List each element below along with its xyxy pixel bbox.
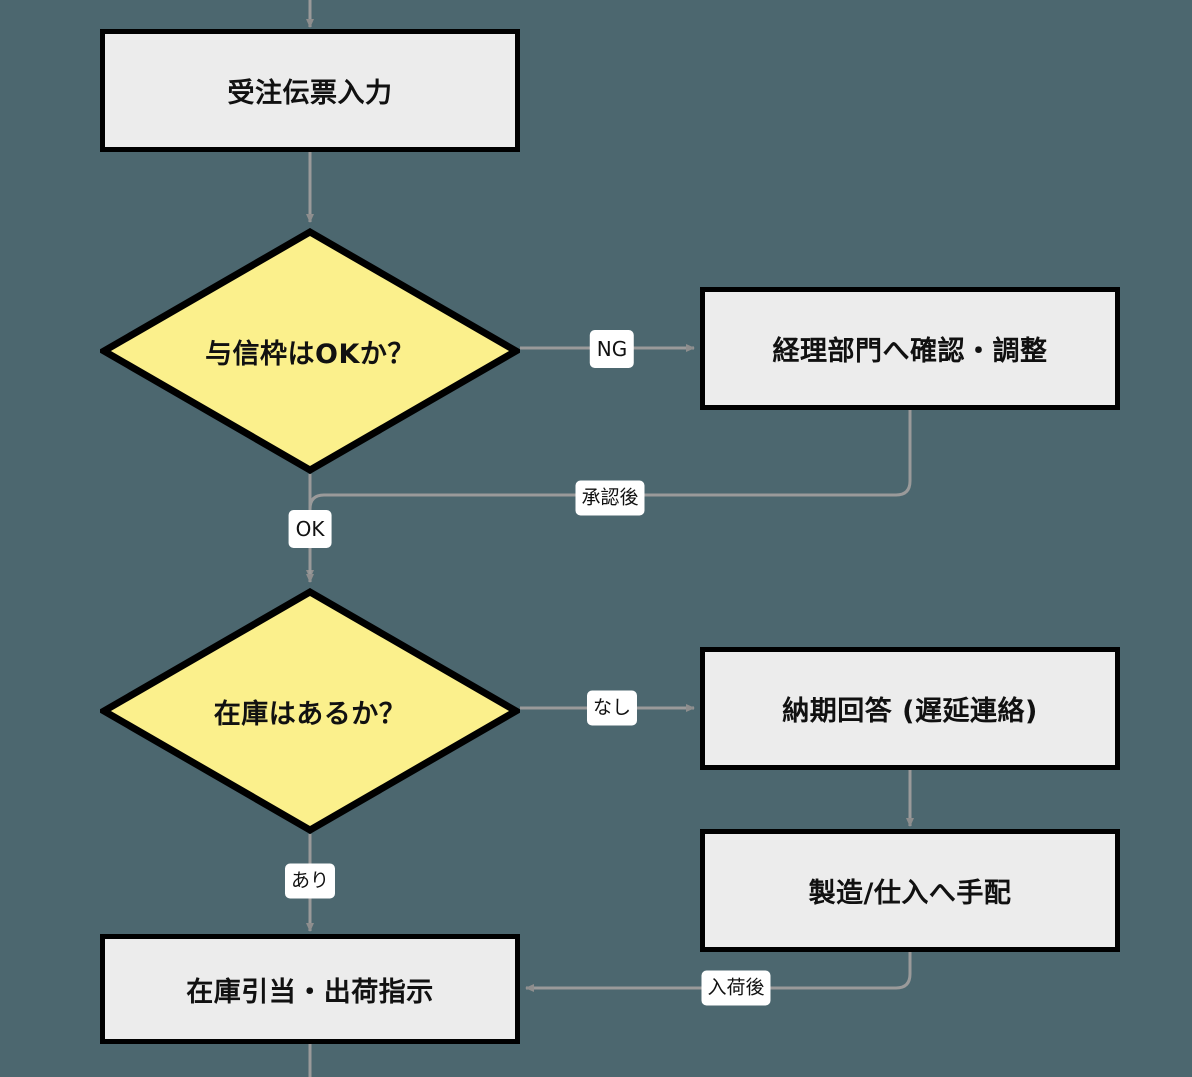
node-order-entry-label: 受注伝票入力 xyxy=(227,78,393,109)
edge-label-none: なし xyxy=(586,690,638,726)
node-delivery-reply-label: 納期回答 (遅延連絡) xyxy=(782,696,1038,727)
credit-check-diamond-shape xyxy=(100,228,520,474)
edge-label-exists: あり xyxy=(284,863,336,899)
edge-arrival-return xyxy=(525,952,912,992)
node-manufacture-order-label: 製造/仕入へ手配 xyxy=(808,878,1012,909)
node-accounting-adjust[interactable]: 経理部門へ確認・調整 xyxy=(700,287,1120,410)
node-delivery-reply[interactable]: 納期回答 (遅延連絡) xyxy=(700,647,1120,770)
node-accounting-adjust-label: 経理部門へ確認・調整 xyxy=(772,336,1048,367)
edge-label-ok: OK xyxy=(288,510,332,548)
edge-label-after-arrival: 入荷後 xyxy=(701,970,771,1006)
node-stock-check[interactable]: 在庫はあるか？ xyxy=(100,588,520,834)
edge-label-ng: NG xyxy=(589,330,635,368)
node-stock-allocation[interactable]: 在庫引当・出荷指示 xyxy=(100,934,520,1044)
stock-check-diamond-shape xyxy=(100,588,520,834)
node-order-entry[interactable]: 受注伝票入力 xyxy=(100,29,520,152)
edge-label-after-approval: 承認後 xyxy=(575,480,645,516)
node-credit-check[interactable]: 与信枠はOKか？ xyxy=(100,228,520,474)
node-manufacture-order[interactable]: 製造/仕入へ手配 xyxy=(700,829,1120,952)
node-stock-allocation-label: 在庫引当・出荷指示 xyxy=(186,976,434,1008)
